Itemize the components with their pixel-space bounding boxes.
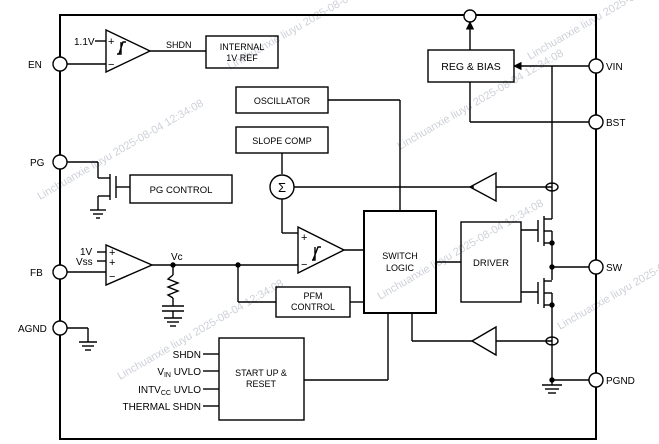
hs-node xyxy=(549,240,555,246)
pin-en-label: EN xyxy=(28,60,42,71)
switch-logic-box xyxy=(363,210,437,314)
oscillator-label: OSCILLATOR xyxy=(254,96,311,106)
pwm-plus: + xyxy=(301,232,307,244)
chip-outline xyxy=(59,14,597,440)
internal-ref-box xyxy=(205,35,279,69)
watermark-layer: Linchuanxie liuyu 2025-08-04 12:34:08 Li… xyxy=(36,0,659,383)
startup-reset-box xyxy=(218,337,305,421)
cs-amp-low xyxy=(470,325,497,357)
pin-bst-label: BST xyxy=(606,118,625,129)
cs-high-sensor xyxy=(545,182,559,192)
comp-resistor xyxy=(166,274,180,299)
pin-fb-label: FB xyxy=(30,268,43,279)
driver-box xyxy=(460,221,522,303)
internal-ref-line2: 1V REF xyxy=(226,53,258,63)
sw-node xyxy=(549,264,555,270)
top-node xyxy=(463,9,477,23)
startup-vin-uvlo-label: VIN UVLO xyxy=(157,367,201,379)
ref-1v1-label: 1.1V xyxy=(74,37,95,48)
vss-label: Vss xyxy=(76,257,93,268)
vc-label: Vc xyxy=(171,252,183,263)
en-comp-minus: − xyxy=(108,59,114,71)
pin-fb-circle xyxy=(52,264,68,280)
error-amp xyxy=(105,243,154,287)
slope-comp-label: SLOPE COMP xyxy=(252,136,312,146)
ref-1v-label: 1V xyxy=(80,247,93,258)
watermark-6: Linchuanxie liuyu 2025-08-04 12:34:08 xyxy=(526,0,659,63)
pfm-label-2: CONTROL xyxy=(291,302,335,312)
shdn-label: SHDN xyxy=(166,40,192,50)
pwm-hyst xyxy=(312,246,321,261)
pin-vin-circle xyxy=(588,58,604,74)
err-amp-minus: − xyxy=(109,271,115,283)
switch-logic-label-2: LOGIC xyxy=(386,263,415,273)
err-amp-plus-1: + xyxy=(109,247,115,259)
startup-thermal-label: THERMAL SHDN xyxy=(122,402,201,413)
watermark-7: Linchuanxie liuyu 2025-08-04 12:34:08 xyxy=(556,227,659,332)
startup-label-1: START UP & xyxy=(235,368,287,378)
startup-intvcc-uvlo-label: INTVCC UVLO xyxy=(138,385,201,397)
sum-label: Σ xyxy=(278,180,286,195)
pg-control-label: PG CONTROL xyxy=(150,185,213,196)
pin-bst-circle xyxy=(588,114,604,130)
internal-ref-line1: INTERNAL xyxy=(220,42,265,52)
pin-pgnd-circle xyxy=(588,372,604,388)
pgnd-node xyxy=(549,377,555,383)
pin-en-circle xyxy=(52,56,68,72)
en-comparator xyxy=(105,28,152,74)
pin-agnd-label: AGND xyxy=(18,324,47,335)
pg-control-box xyxy=(129,174,233,204)
pwm-minus: − xyxy=(301,259,307,271)
pin-pg-label: PG xyxy=(30,158,45,169)
en-comp-plus: + xyxy=(108,36,114,48)
switch-logic-label-1: SWITCH xyxy=(382,251,418,261)
en-comparator-hyst xyxy=(117,41,126,55)
pin-pgnd-label: PGND xyxy=(606,376,635,387)
driver-label: DRIVER xyxy=(473,258,509,269)
reg-bias-label: REG & BIAS xyxy=(441,61,501,73)
ls-node xyxy=(549,302,555,308)
pin-sw-label: SW xyxy=(606,263,623,274)
pwm-comparator xyxy=(297,225,346,275)
pfm-label-1: PFM xyxy=(304,291,323,301)
startup-label-2: RESET xyxy=(246,379,277,389)
pin-vin-label: VIN xyxy=(606,62,623,73)
pin-sw-circle xyxy=(588,259,604,275)
startup-shdn-label: SHDN xyxy=(173,350,201,361)
pin-agnd-circle xyxy=(52,320,68,336)
cs-low-sensor xyxy=(545,336,559,346)
err-amp-plus-2: + xyxy=(109,257,115,269)
pin-pg-circle xyxy=(52,154,68,170)
